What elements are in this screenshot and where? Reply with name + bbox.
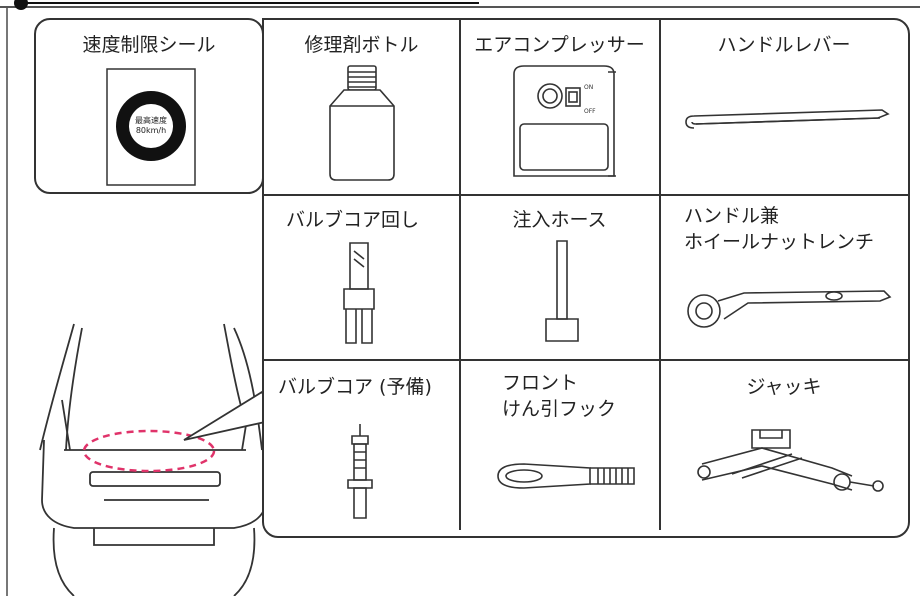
wheel-wrench-label: ハンドル兼 ホイールナットレンチ (684, 205, 875, 253)
car-rear-illustration (34, 300, 284, 596)
repair-bottle-label: 修理剤ボトル (304, 34, 419, 56)
page-left-rule (6, 6, 8, 596)
switch-on-label: ON (584, 84, 594, 91)
speed-sticker-text: 最高速度 80km/h (106, 116, 196, 136)
cell-jack: ジャッキ (660, 360, 908, 530)
cell-valve-core-spare: バルブコア (予備) (264, 360, 459, 530)
speed-seal-label: 速度制限シール (82, 34, 216, 56)
section-bullet-icon (14, 0, 28, 10)
tow-hook-icon (494, 456, 644, 496)
repair-bottle-icon (324, 64, 400, 182)
handle-lever-label: ハンドルレバー (717, 34, 851, 56)
grid-divider (459, 20, 461, 530)
tow-hook-label: フロント けん引フック (502, 372, 617, 420)
cell-wheel-wrench: ハンドル兼 ホイールナットレンチ (660, 195, 908, 359)
air-compressor-icon: ON OFF (508, 64, 620, 182)
cell-handle-lever: ハンドルレバー (660, 20, 908, 194)
grid-divider (264, 194, 908, 196)
air-compressor-label: エアコンプレッサー (474, 34, 645, 56)
switch-off-label: OFF (584, 108, 596, 115)
speed-sticker-line1: 最高速度 (135, 116, 167, 125)
wheel-wrench-icon (684, 277, 894, 337)
grid-divider (264, 359, 908, 361)
jack-icon (682, 424, 888, 504)
speed-sticker-line2: 80km/h (135, 126, 167, 135)
speed-seal-illustration: 最高速度 80km/h (106, 68, 196, 186)
jack-label: ジャッキ (746, 376, 822, 398)
section-rule (0, 6, 920, 8)
valve-core-tool-icon (336, 239, 382, 347)
cell-tow-hook: フロント けん引フック (460, 360, 659, 530)
injection-hose-label: 注入ホース (512, 209, 607, 231)
cell-repair-bottle: 修理剤ボトル (264, 20, 459, 194)
cell-valve-core-tool: バルブコア回し (264, 195, 459, 359)
valve-core-spare-icon (342, 422, 378, 522)
speed-seal-panel: 速度制限シール 最高速度 80km/h (34, 18, 264, 194)
injection-hose-icon (542, 239, 582, 347)
valve-core-spare-label: バルブコア (予備) (278, 376, 432, 398)
cell-air-compressor: エアコンプレッサー ON OFF (460, 20, 659, 194)
tools-grid-panel: 修理剤ボトル エアコンプレッサー ON OFF (262, 18, 910, 538)
grid-divider (659, 20, 661, 530)
handle-lever-icon (682, 104, 892, 140)
section-heading-underline (24, 2, 479, 4)
valve-core-tool-label: バルブコア回し (286, 209, 420, 231)
cell-injection-hose: 注入ホース (460, 195, 659, 359)
